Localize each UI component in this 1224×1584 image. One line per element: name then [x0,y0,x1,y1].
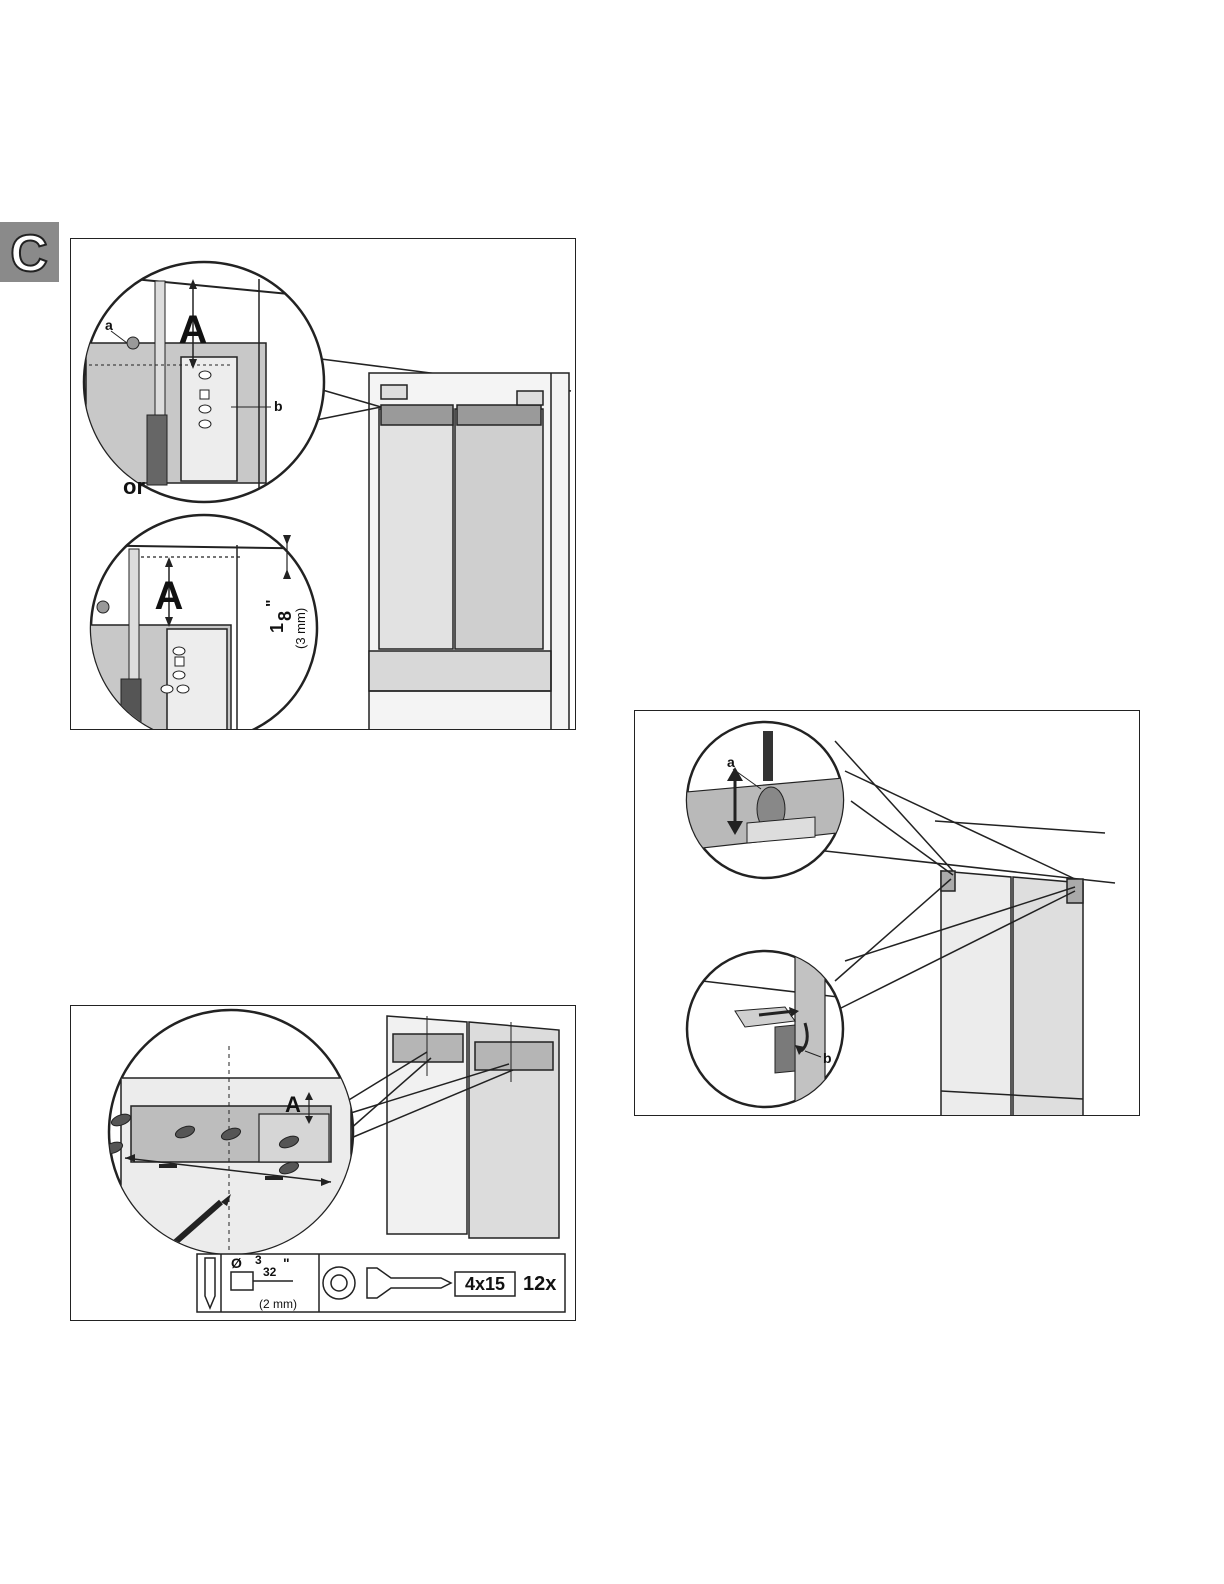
screw-size: 4x15 [465,1274,505,1294]
label-a: a [727,754,735,770]
figure-2-illustration: A Ø 3 32 " (2 mm) 4x1 [71,1006,576,1321]
section-letter: C [10,225,48,282]
door-panels [387,1016,559,1238]
detail-circle-top: A a b [71,262,341,502]
or-separator: or [123,474,145,499]
metric-dimension: (3 mm) [293,608,308,649]
drill-numerator: 3 [255,1253,262,1267]
section-tab: C [0,222,59,282]
appliance-front-view [825,821,1115,1116]
screw-quantity: 12x [523,1273,556,1295]
figure-door-height-measure: A a b or [70,238,576,730]
figure-bracket-mounting: A Ø 3 32 " (2 mm) 4x1 [70,1005,576,1321]
tools-strip [197,1254,565,1312]
figure-height-adjustment: a b [634,710,1140,1116]
dimension-A-top: A [179,308,208,352]
appliance-front-view [321,359,571,730]
drill-metric: (2 mm) [259,1297,297,1311]
label-b-top: b [274,398,283,414]
detail-circle-clip: b [685,951,855,1111]
dimension-A: A [285,1092,301,1117]
drill-denominator: 32 [263,1265,277,1279]
detail-circle-screw: a [675,722,855,878]
label-b: b [823,1050,832,1066]
drill-inch-mark: " [283,1255,290,1271]
dimension-A-bottom: A [155,574,184,618]
label-a-top: a [105,317,113,333]
drill-diameter-symbol: Ø [231,1255,242,1271]
inch-mark: " [264,599,281,607]
section-letter-graphic: C [0,222,59,282]
figure-3-illustration: a b [635,711,1140,1116]
fraction-denominator: 8 [275,611,295,621]
detail-circle-bottom: A 1 8 " (3 mm) [71,515,341,730]
figure-1-illustration: A a b or [71,239,576,730]
fraction-numerator: 1 [267,623,287,633]
